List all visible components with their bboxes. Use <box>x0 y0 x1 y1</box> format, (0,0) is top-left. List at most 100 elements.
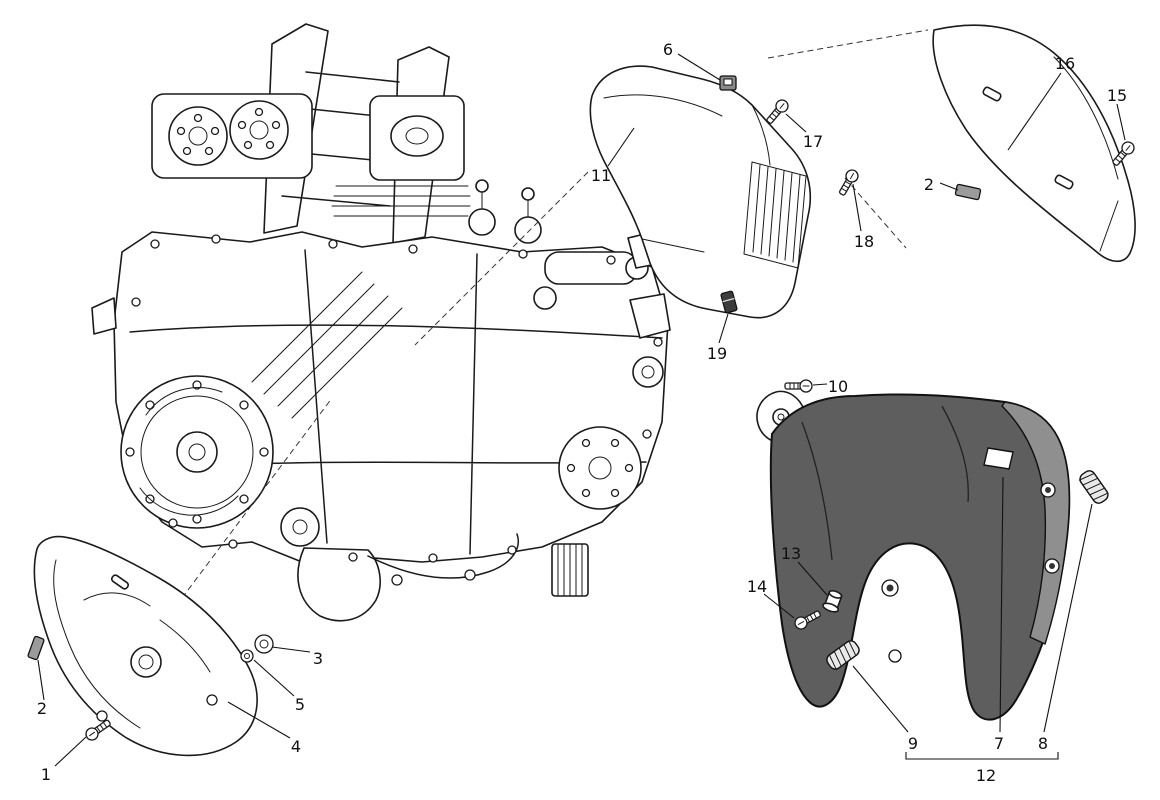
engine-bolt <box>211 234 221 244</box>
frame-cross-tubes <box>281 71 400 207</box>
clip-part-6 <box>719 75 737 91</box>
leader-lines <box>37 53 1126 767</box>
callout-2-left: 2 <box>37 699 47 718</box>
engine-bolt <box>168 518 178 528</box>
rubber-pad-left-shape <box>27 635 45 661</box>
engine-bolt <box>204 146 214 156</box>
spring-part-8 <box>1076 467 1112 507</box>
belt-cover-ribs <box>251 271 403 419</box>
engine-bolt <box>176 126 186 136</box>
leader-5 <box>253 659 295 697</box>
fairing-decal-slot <box>983 447 1014 470</box>
head-port-inner <box>405 127 429 145</box>
engine-bolt <box>566 463 576 473</box>
callout-9: 9 <box>908 734 918 753</box>
left-bracket <box>91 297 117 335</box>
generator-hub <box>176 431 218 473</box>
exhaust-flange <box>297 547 381 622</box>
washer-part-5 <box>240 649 254 663</box>
leader-15 <box>1116 103 1126 141</box>
front-sprocket-hub <box>292 519 308 535</box>
crankcase-seams <box>129 249 663 555</box>
throttle-body-1 <box>468 208 496 236</box>
generator-hub-inner <box>188 443 206 461</box>
screw-part-1 <box>82 716 114 744</box>
sprocket-cover-inner-line <box>53 559 141 729</box>
vent-grille-frame <box>743 161 807 269</box>
clip-part-19 <box>720 290 738 314</box>
clip-part-6-slot <box>723 78 733 86</box>
leader-16 <box>1007 72 1062 151</box>
leader-10 <box>812 383 828 386</box>
engine-bolt <box>237 120 247 130</box>
front-sprocket <box>280 507 320 547</box>
clutch-hub <box>588 456 612 480</box>
leader-7 <box>999 476 1004 733</box>
callout-15: 15 <box>1107 86 1127 105</box>
pipe-clamp <box>391 574 403 586</box>
engine-bolt <box>610 488 620 498</box>
leader-6 <box>677 53 721 81</box>
wellnut-top <box>828 590 843 599</box>
engine-bolt <box>348 552 358 562</box>
leader-2-left <box>37 659 45 701</box>
washer-part-5-inner <box>244 653 250 659</box>
engine-bolt <box>150 239 160 249</box>
engine-bolt <box>653 337 663 347</box>
sprocket-cover-detail <box>83 592 211 673</box>
leader-19 <box>718 313 729 344</box>
side-panel-slot-shape <box>982 86 1002 102</box>
engine-bolt <box>581 488 591 498</box>
cover-screw-hole <box>206 694 218 706</box>
engine-bolt <box>507 545 517 555</box>
inner-fairing-detail <box>603 94 771 253</box>
engine-bolt <box>642 429 652 439</box>
callout-numbers: 1 2 3 5 4 6 11 17 18 19 2 16 15 10 13 14… <box>37 40 1127 785</box>
engine-bolt <box>259 447 269 457</box>
cover-slot <box>110 574 130 590</box>
screw-part-10 <box>784 379 813 393</box>
rear-boss-inner <box>641 365 655 379</box>
callout-12: 12 <box>976 766 996 785</box>
half-fairing-group <box>756 379 1112 721</box>
rubber-pad-left <box>27 635 45 661</box>
wellnut-flange <box>822 602 840 613</box>
fairing-hole-center <box>1045 487 1051 493</box>
throttle-body-2 <box>514 216 542 244</box>
inner-fairing-panel <box>589 65 812 319</box>
clutch-cover <box>558 426 642 510</box>
vent-grille-slats <box>752 164 801 263</box>
wellnut-part-13 <box>822 590 843 613</box>
clip-part-19-body <box>720 290 738 314</box>
rear-boss <box>632 356 664 388</box>
assembly-dash-lines <box>151 29 929 639</box>
engine-bolt <box>125 447 135 457</box>
starter-motor <box>544 251 638 285</box>
side-panel-slot <box>1054 174 1074 190</box>
pipe-clamp <box>464 569 476 581</box>
spacer-part-3-inner <box>259 639 269 649</box>
leader-17 <box>785 113 807 133</box>
cam-cover-left-hub <box>188 126 208 146</box>
engine-bolt <box>328 239 338 249</box>
callout-13: 13 <box>781 544 801 563</box>
throttle-top-2 <box>521 187 535 201</box>
leader-4 <box>227 701 291 739</box>
throttle-stems <box>481 189 529 218</box>
sprocket-cover-group <box>27 535 274 757</box>
leader-1 <box>54 736 87 767</box>
screw-part-17 <box>763 96 792 127</box>
screw-part-18 <box>835 167 861 198</box>
callout-18: 18 <box>854 232 874 251</box>
engine-bolt <box>192 380 202 390</box>
callout-17: 17 <box>803 132 823 151</box>
engine-bolt <box>624 463 634 473</box>
generator-cover-ring <box>140 395 254 509</box>
engine-bolt <box>408 244 418 254</box>
leader-2-right <box>939 182 959 191</box>
generator-cover-ribs <box>139 387 239 516</box>
engine-bolt <box>610 438 620 448</box>
half-fairing-creases <box>801 405 969 561</box>
